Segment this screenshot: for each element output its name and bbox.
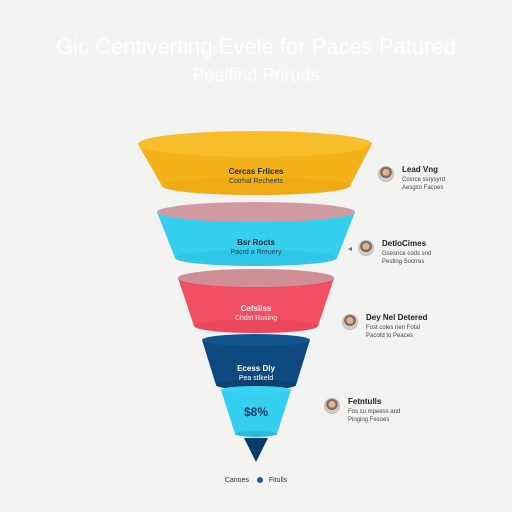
annotation-3-line-1: Fost coles rien Fotal: [366, 325, 421, 331]
stage-3-title: Cefsilss: [240, 304, 272, 313]
funnel-stage-3-bottom: [194, 319, 318, 333]
avatar: [342, 314, 358, 330]
legend-dot-icon: [256, 477, 263, 483]
annotation-4-line-2: Pinging Fesoes: [348, 417, 390, 423]
page-subtitle: Pealfind Priruds: [192, 65, 320, 85]
annotation-3-line-2: Pacotd to Peaces: [366, 333, 414, 339]
annotation-2-title: DetloCimes: [382, 239, 427, 248]
stage-5-value: $8%: [243, 405, 269, 419]
stage-label-1: Cercas Frlices Cotrhal Recheets: [176, 167, 336, 186]
annotation-2-line-1: Gsesnce cods snd: [382, 251, 432, 257]
annotation-1-line-1: Cosrce ssrysyrd: [402, 177, 446, 183]
funnel-stage-5: [221, 390, 291, 434]
funnel-stage-4-top: [202, 334, 310, 346]
annotation-3-title: Dey Nel Detered: [366, 313, 428, 322]
annotation-2-line-2: Pesting Socrres: [382, 259, 425, 265]
funnel-stage-5-top: [221, 386, 291, 394]
legend-right-label: Fitulls: [268, 477, 288, 484]
funnel-stage-3-top: [178, 269, 334, 287]
legend-left-label: Canoes: [224, 477, 249, 484]
funnel-tip: [244, 438, 268, 462]
funnel-stage-1-bottom: [162, 177, 350, 195]
funnel-stage-1-top: [138, 131, 372, 157]
stage-2-subtitle: Pacrd a Rreuery: [230, 249, 282, 256]
funnel-stage-3: [178, 278, 334, 326]
stage-label-4: Ecess Dly Pea stlkeld: [176, 364, 336, 383]
stage-3-subtitle: Chdst Rasing: [234, 315, 278, 322]
funnel-stage-2: [157, 212, 355, 258]
stage-label-2: Bsr Rocts Pacrd a Rreuery: [176, 238, 336, 257]
stage-1-title: Cercas Frlices: [228, 167, 284, 176]
stage-4-subtitle: Pea stlkeld: [238, 375, 274, 382]
avatar: [378, 166, 394, 182]
annotation-1-description: Cosrce ssrysyrd Aesgso Facoes: [402, 176, 502, 192]
pointer-icon: [348, 247, 352, 251]
annotation-4-title: Fetntulls: [348, 397, 382, 406]
annotation-4-description: Fos cu mpeess and Pinging Fesoes: [348, 408, 448, 424]
stage-label-3: Cefsilss Chdst Rasing: [176, 304, 336, 323]
funnel-stage-5-bottom: [235, 431, 277, 437]
stage-1-subtitle: Cotrhal Recheets: [228, 178, 284, 185]
annotation-4-line-1: Fos cu mpeess and: [348, 409, 401, 415]
stage-2-title: Bsr Rocts: [237, 238, 275, 247]
funnel-stage-4: [202, 340, 310, 385]
funnel-stage-2-bottom: [175, 250, 337, 266]
funnel-stage-2-top: [157, 202, 355, 222]
annotation-2-description: Gsesnce cods snd Pesting Socrres: [382, 250, 482, 266]
annotation-1-line-2: Aesgso Facoes: [402, 185, 444, 191]
avatar: [324, 398, 340, 414]
page-title: Gic Centiverting Evele for Paces Patured: [56, 34, 456, 59]
legend: Canoes Fitulls: [0, 476, 512, 486]
annotation-1-title: Lead Vng: [402, 165, 439, 174]
annotation-3-description: Fost coles rien Fotal Pacotd to Peaces: [366, 324, 466, 340]
stage-4-title: Ecess Dly: [237, 364, 275, 373]
avatar: [358, 240, 374, 256]
